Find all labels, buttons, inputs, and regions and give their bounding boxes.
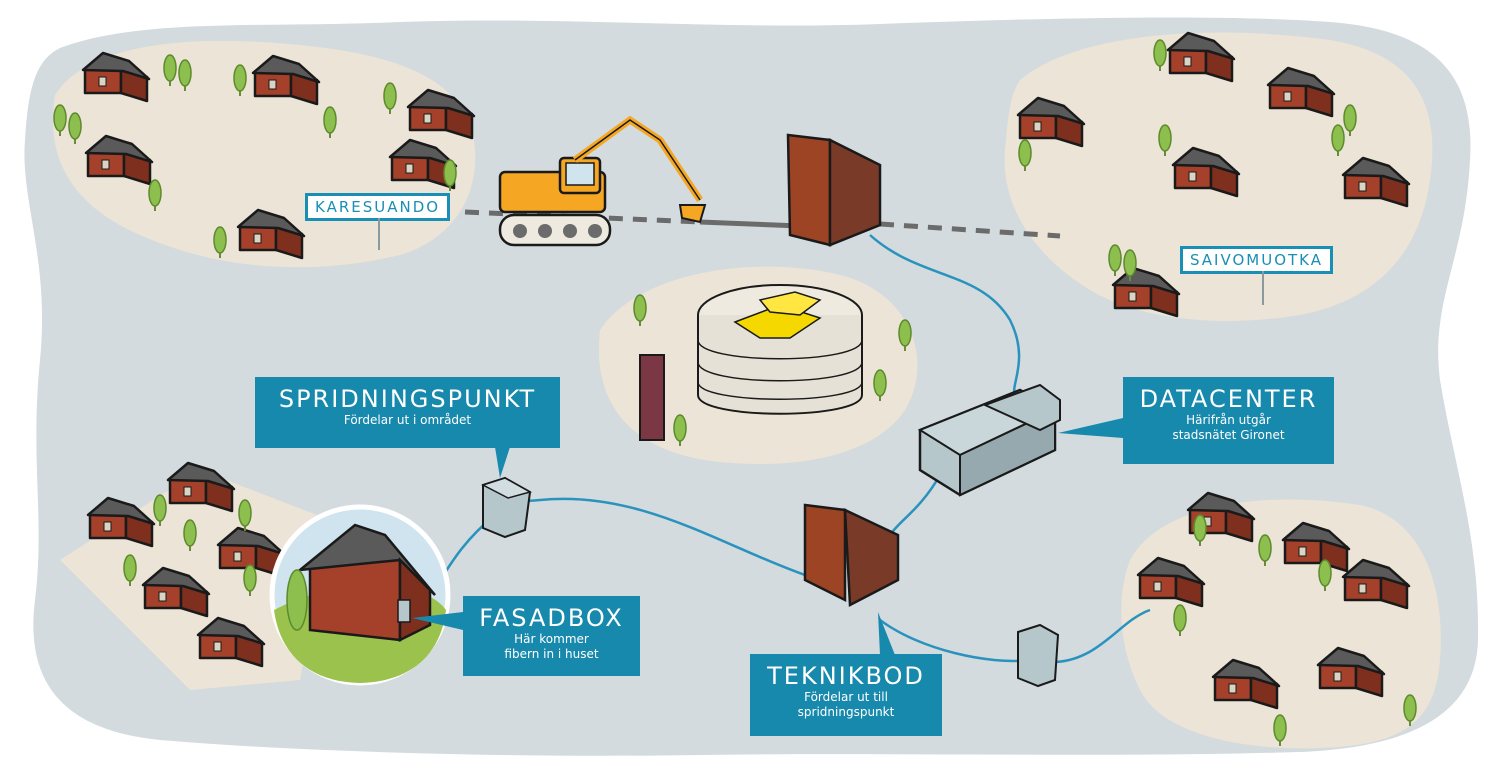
callout-fasadbox: FASADBOX Här kommer fibern in i huset xyxy=(463,596,640,676)
callout-datacenter: DATACENTER Härifrån utgår stadsnätet Gir… xyxy=(1123,377,1334,464)
callout-teknikbod-line1: Fördelar ut till xyxy=(804,690,888,704)
dashed-road xyxy=(464,209,701,225)
dug-trench xyxy=(699,219,801,229)
karesuando-sign: KARESUANDO xyxy=(305,193,451,221)
callout-teknikbod-title: TEKNIKBOD xyxy=(767,662,925,690)
callout-datacenter-line2: stadsnätet Gironet xyxy=(1172,428,1285,442)
fiber-lines xyxy=(409,234,1151,664)
callout-datacenter-line1: Härifrån utgår xyxy=(1186,413,1271,427)
callout-fasadbox-line2: fibern in i huset xyxy=(504,647,599,661)
teknikbod-shed-icon xyxy=(803,503,900,608)
excavator-icon xyxy=(498,115,707,247)
dashed-road-east xyxy=(879,221,1061,239)
callout-fasadbox-line1: Här kommer xyxy=(514,632,589,646)
cabinet-spridningspunkt-icon xyxy=(481,476,532,539)
callout-spridningspunkt: SPRIDNINGSPUNKT Fördelar ut i området xyxy=(255,377,560,448)
callout-spridningspunkt-title: SPRIDNINGSPUNKT xyxy=(278,385,537,413)
fasadbox-house-closeup xyxy=(269,504,451,686)
datacenter-icon xyxy=(917,383,1061,497)
callout-fasadbox-title: FASADBOX xyxy=(479,604,624,632)
callout-spridningspunkt-line1: Fördelar ut i området xyxy=(343,413,472,427)
saivomuotka-sign-pole xyxy=(1262,271,1264,305)
cabinet-south-icon xyxy=(1017,623,1060,688)
callout-datacenter-title: DATACENTER xyxy=(1139,385,1318,413)
callout-teknikbod-line2: spridningspunkt xyxy=(797,705,895,719)
sand-southeast xyxy=(1121,499,1441,749)
saivomuotka-sign: SAIVOMUOTKA xyxy=(1180,246,1334,274)
gold-building-icon xyxy=(633,284,912,447)
callout-pointers xyxy=(412,418,1123,655)
callout-teknikbod: TEKNIKBOD Fördelar ut till spridningspun… xyxy=(750,654,942,736)
karesuando-sign-pole xyxy=(378,218,380,250)
shed-icon xyxy=(786,133,882,247)
